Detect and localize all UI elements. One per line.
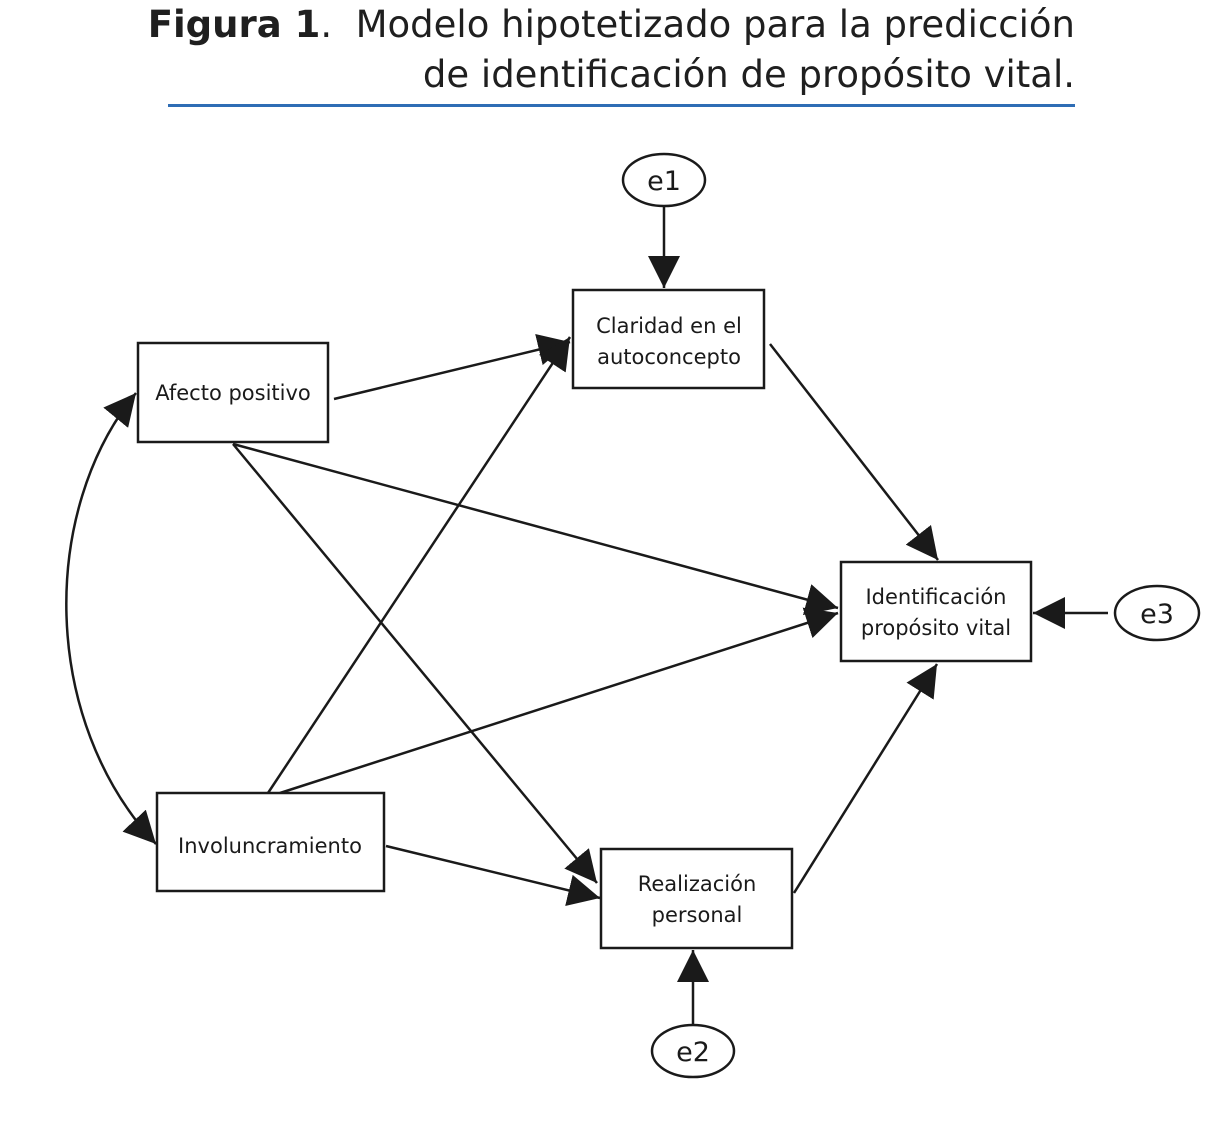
node-realizacion-personal [599, 847, 794, 950]
error-e2-ellipse [650, 1023, 736, 1079]
label-e3: e3 [1140, 599, 1174, 630]
node-identificacion-proposito [839, 560, 1033, 663]
label-claridad-line-1: Claridad en el [596, 314, 742, 338]
caption-title-line-1: Modelo hipotetizado para la predicción [355, 3, 1075, 46]
label-claridad-line-2: autoconcepto [597, 345, 741, 369]
path-afecto-realizacion [232, 443, 598, 884]
path-afecto-claridad [333, 333, 571, 401]
label-e2: e2 [676, 1037, 710, 1068]
caption-line-1: Figura 1. Modelo hipotetizado para la pr… [75, 0, 1075, 50]
node-claridad-autoconcepto [571, 288, 766, 390]
label-identificacion-line-1: Identificación [865, 585, 1006, 609]
label-afecto-positivo: Afecto positivo [155, 381, 311, 405]
path-involucramiento-identificacion [279, 607, 839, 795]
label-realizacion-line-2: personal [652, 903, 743, 927]
error-e1-ellipse [621, 152, 707, 208]
path-realizacion-identificacion [792, 663, 939, 894]
path-involucramiento-realizacion [385, 844, 601, 906]
label-realizacion-line-1: Realización [638, 872, 757, 896]
path-afecto-identificacion [232, 442, 839, 616]
label-identificacion-line-2: propósito vital [861, 616, 1011, 640]
node-afecto-positivo [136, 341, 330, 444]
covariance-afecto-involucramiento [65, 392, 157, 845]
caption-title-line-2: de identificación de propósito vital. [422, 53, 1075, 96]
caption-rule [168, 104, 1075, 107]
figure-label: Figura 1 [147, 3, 321, 46]
label-e1: e1 [647, 166, 681, 197]
path-claridad-identificacion [769, 343, 939, 561]
caption-separator: . [320, 3, 333, 46]
figure-caption: Figura 1. Modelo hipotetizado para la pr… [75, 0, 1075, 100]
path-involucramiento-claridad [266, 336, 572, 794]
error-e3-ellipse [1113, 584, 1201, 642]
node-involucramiento [155, 791, 386, 893]
label-involucramiento: Involuncramiento [178, 834, 362, 858]
